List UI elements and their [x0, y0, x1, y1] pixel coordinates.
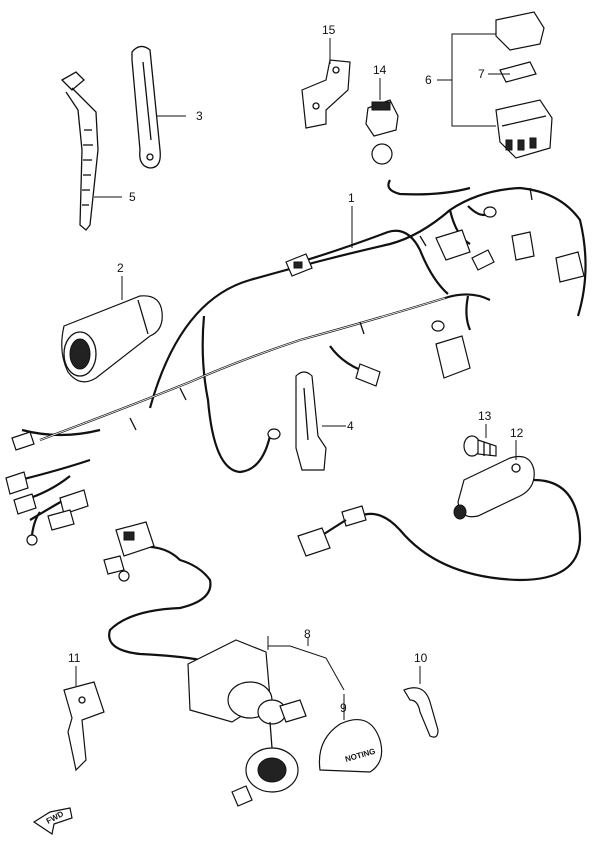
callout-8: 8	[304, 627, 311, 641]
callout-1: 1	[348, 191, 355, 205]
key-cover: NOTING	[318, 719, 383, 773]
relay-assembly	[495, 11, 553, 159]
relay-connector	[365, 99, 399, 165]
callout-13: 13	[478, 409, 492, 423]
callout-9: 9	[340, 701, 347, 715]
callout-7: 7	[478, 67, 485, 81]
rubber-boot	[61, 295, 163, 383]
switch-assembly	[297, 455, 582, 582]
callout-6: 6	[425, 73, 432, 87]
fwd-arrow: FWD	[32, 807, 73, 835]
callouts: 1 2 3 4 5 6 7 8 9 10 11 12 13 14 15	[68, 23, 524, 715]
callout-10: 10	[414, 651, 428, 665]
callout-5: 5	[129, 190, 136, 204]
ignition-switch-assembly	[103, 521, 307, 807]
wiring-harness	[5, 179, 587, 546]
callout-12: 12	[510, 426, 524, 440]
clamp-strip	[131, 45, 161, 169]
callout-11: 11	[68, 651, 81, 665]
cable-tie	[60, 71, 99, 231]
callout-2: 2	[117, 261, 124, 275]
screw	[463, 435, 497, 457]
label-sticker	[403, 687, 439, 738]
ignition-key	[63, 681, 105, 772]
callout-14: 14	[373, 63, 387, 77]
callout-3: 3	[196, 109, 203, 123]
callout-15: 15	[322, 23, 336, 37]
callout-4: 4	[347, 419, 354, 433]
bracket	[301, 59, 351, 129]
harness-clamp	[295, 371, 327, 471]
